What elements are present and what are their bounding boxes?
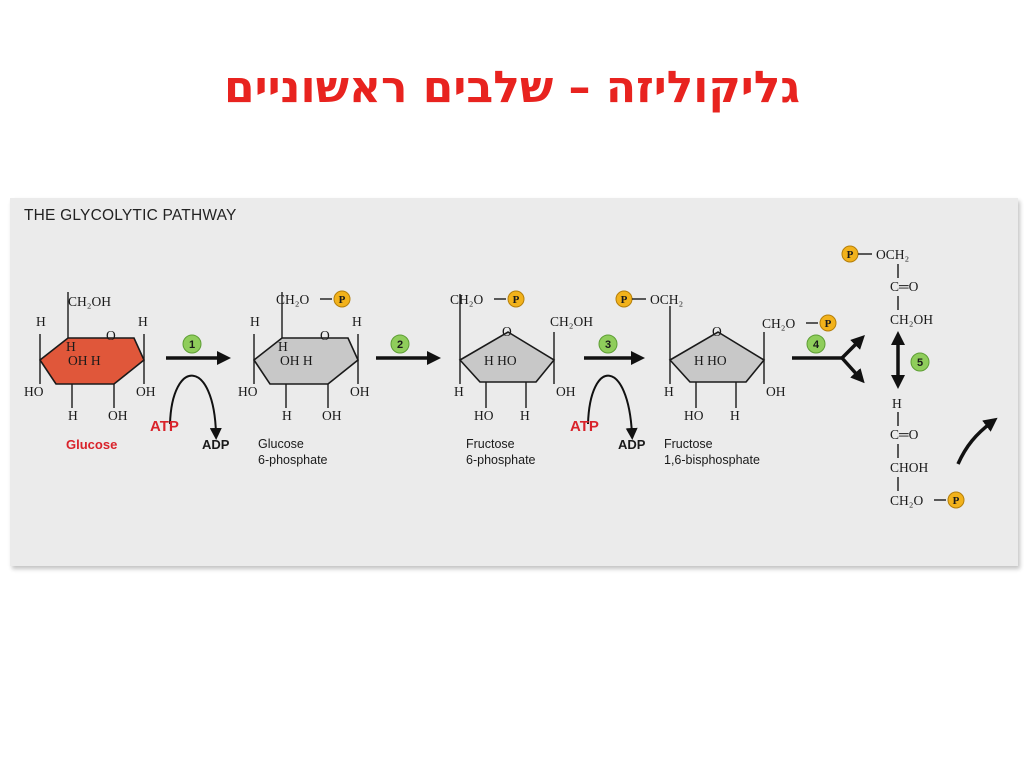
g6p-label-line2: 6-phosphate <box>258 453 328 467</box>
step-2: 2 <box>376 334 441 365</box>
atp-adp-arrow <box>169 374 222 440</box>
f16bp-och2: OCH₂ <box>650 292 683 307</box>
g6p-ring-o: O <box>320 328 330 343</box>
step-3-adp: ADP <box>618 437 646 452</box>
g6p-h-inner: H <box>278 339 288 354</box>
step-1: 1 ATP ADP <box>150 334 231 452</box>
step-3: 3 ATP ADP <box>570 334 646 452</box>
pathway-heading: THE GLYCOLYTIC PATHWAY <box>24 207 237 224</box>
glucose-ring-o: O <box>106 328 116 343</box>
g6p-oh-bottom: OH <box>322 408 342 423</box>
glycolysis-diagram: THE GLYCOLYTIC PATHWAY CH₂OH H H O H OH … <box>24 207 998 509</box>
step-5-number: 5 <box>917 357 923 369</box>
g6p-oh-h: OH H <box>280 353 313 368</box>
g6p-h-right: H <box>352 314 362 329</box>
f6p-h-left: H <box>454 384 464 399</box>
f6p-ch2oh: CH₂OH <box>550 314 593 329</box>
step-1-number: 1 <box>189 339 195 351</box>
step-1-atp: ATP <box>150 418 179 435</box>
continuation-arrow <box>956 417 998 465</box>
glucose-oh-bottom: OH <box>108 408 128 423</box>
f6p-label-line1: Fructose <box>466 437 515 451</box>
glucose-ch2oh: CH₂OH <box>68 294 111 309</box>
f16bp-ring-o: O <box>712 324 722 339</box>
step-3-atp: ATP <box>570 418 599 435</box>
f16bp-ch2o: CH₂O <box>762 316 795 331</box>
phosphate-label: P <box>513 294 520 306</box>
g6p-ho-left: HO <box>238 384 258 399</box>
g3p-ch2o: CH₂O <box>890 493 923 508</box>
g6p-h-bottom: H <box>282 408 292 423</box>
g6p-oh-right: OH <box>350 384 370 399</box>
glucose-h-left: H <box>36 314 46 329</box>
f6p-label-line2: 6-phosphate <box>466 453 536 467</box>
g6p-label-line1: Glucose <box>258 437 304 451</box>
phosphate-label: P <box>953 495 960 507</box>
glucose-structure: CH₂OH H H O H OH H HO OH H OH Glucose <box>24 292 156 452</box>
phosphate-icon <box>819 314 837 332</box>
g6p-ch2o: CH₂O <box>276 292 309 307</box>
step-3-badge <box>598 334 618 354</box>
f6p-ch2o: CH₂O <box>450 292 483 307</box>
split-arrow-up <box>840 335 865 360</box>
step-5-badge <box>910 352 930 372</box>
step-4-badge <box>806 334 826 354</box>
fructose-6-phosphate-structure: CH₂O P CH₂OH O H HO H OH HO H Fructose 6… <box>450 290 593 467</box>
f6p-oh-right: OH <box>556 384 576 399</box>
g3p-choh: CHOH <box>890 460 929 475</box>
glucose-h-right: H <box>138 314 148 329</box>
glucose-oh-h: OH H <box>68 353 101 368</box>
dhap-co: C═O <box>890 279 919 294</box>
phosphate-label: P <box>621 294 628 306</box>
f6p-h-ho: H HO <box>484 353 517 368</box>
slide-title: גליקוליזה – שלבים ראשוניים <box>224 62 800 113</box>
phosphate-label: P <box>847 249 854 261</box>
glucose-h-inner: H <box>66 339 76 354</box>
pathway-panel: THE GLYCOLYTIC PATHWAY CH₂OH H H O H OH … <box>10 198 1018 566</box>
glucose-6-phosphate-structure: CH₂O P H H O H OH H HO OH H OH Glucose 6… <box>238 290 370 467</box>
dhap-och2: OCH₂ <box>876 247 909 262</box>
step-1-adp: ADP <box>202 437 230 452</box>
f6p-ring-o: O <box>502 324 512 339</box>
step-3-number: 3 <box>605 339 611 351</box>
split-arrow-down <box>840 356 865 384</box>
phosphate-icon <box>333 290 351 308</box>
step-2-number: 2 <box>397 339 403 351</box>
f6p-ho-bottom: HO <box>474 408 494 423</box>
dhap-ch2oh: CH₂OH <box>890 312 933 327</box>
glucose-oh-right: OH <box>136 384 156 399</box>
step-1-badge <box>182 334 202 354</box>
phosphate-label: P <box>825 318 832 330</box>
phosphate-label: P <box>339 294 346 306</box>
f16bp-h-bottom: H <box>730 408 740 423</box>
f16bp-label-line1: Fructose <box>664 437 713 451</box>
glucose-ho-left: HO <box>24 384 44 399</box>
f16bp-ring <box>668 331 766 383</box>
phosphate-icon <box>507 290 525 308</box>
fructose-1-6-bisphosphate-structure: P OCH₂ CH₂O P O H HO H OH HO H Fructose … <box>615 290 837 467</box>
dihydroxyacetone-phosphate-structure: P OCH₂ C═O CH₂OH <box>841 245 933 327</box>
f16bp-h-left: H <box>664 384 674 399</box>
f6p-ring <box>458 331 556 383</box>
f16bp-oh-right: OH <box>766 384 786 399</box>
g3p-h: H <box>892 396 902 411</box>
f6p-h-bottom: H <box>520 408 530 423</box>
step-2-badge <box>390 334 410 354</box>
f16bp-ho-bottom: HO <box>684 408 704 423</box>
atp-adp-arrow <box>587 374 638 440</box>
step-5: 5 <box>891 331 930 389</box>
g6p-h-left: H <box>250 314 260 329</box>
f16bp-label-line2: 1,6-bisphosphate <box>664 453 760 467</box>
phosphate-icon <box>947 491 965 509</box>
g3p-co: C═O <box>890 427 919 442</box>
step-4: 4 <box>792 334 865 384</box>
glyceraldehyde-3-phosphate-structure: H C═O CHOH CH₂O P <box>890 396 965 509</box>
glucose-label: Glucose <box>66 437 117 452</box>
glucose-h-bottom: H <box>68 408 78 423</box>
f16bp-h-ho: H HO <box>694 353 727 368</box>
step-4-number: 4 <box>813 339 820 351</box>
